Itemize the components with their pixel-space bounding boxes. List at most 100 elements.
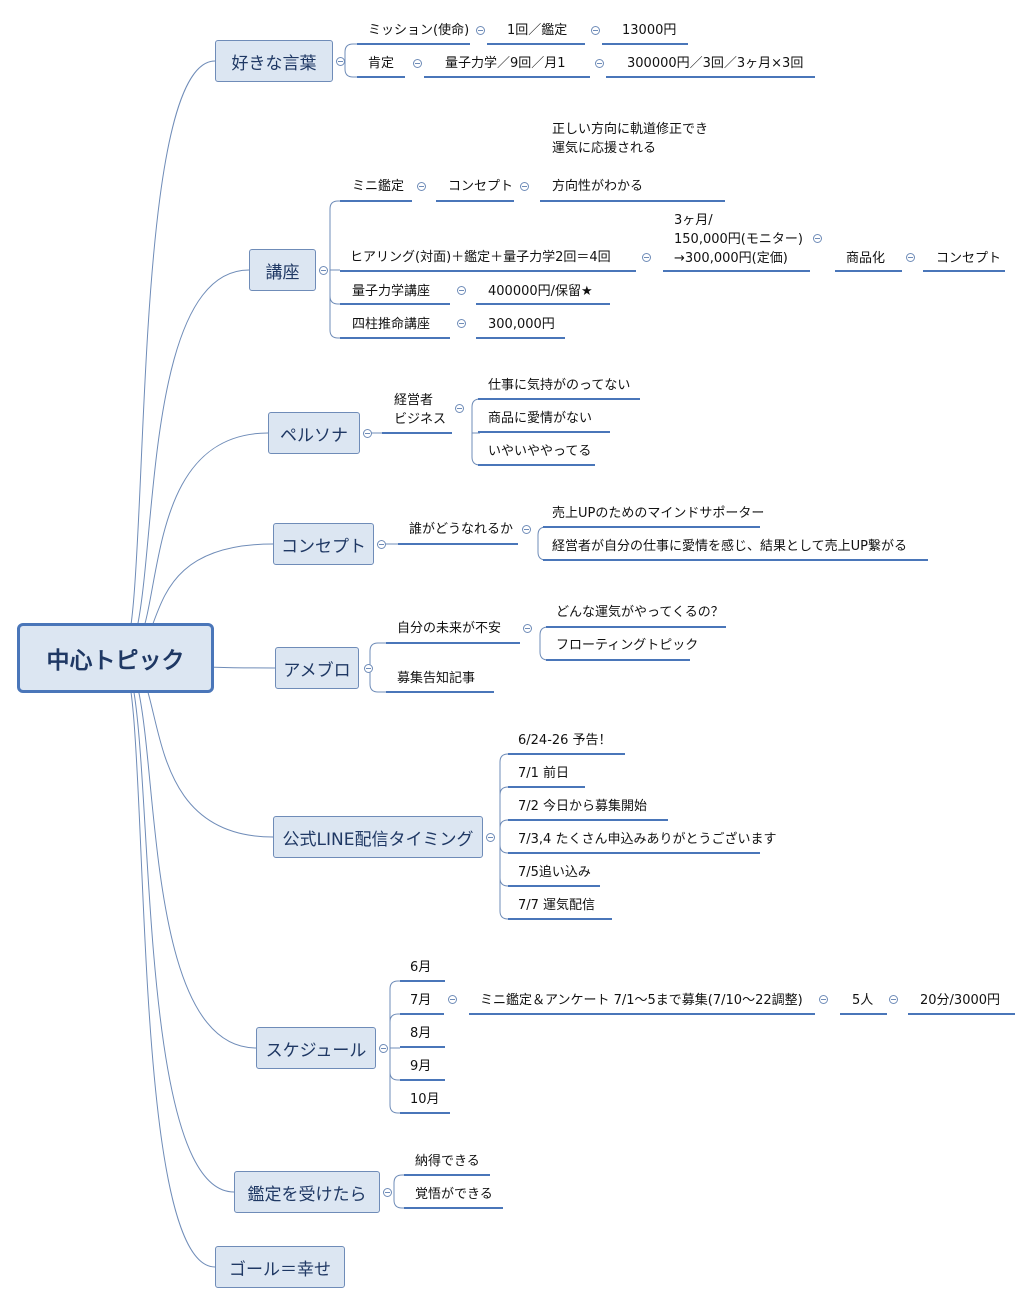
subtopic-mini-reading[interactable]: ミニ鑑定 [352, 179, 405, 194]
subtopic-productize-concept[interactable]: コンセプト [936, 251, 1002, 266]
collapse-icon[interactable] [595, 59, 604, 68]
collapse-icon[interactable] [448, 995, 457, 1004]
ameblo-recruit[interactable]: 募集告知記事 [397, 671, 476, 686]
connector-line [393, 1192, 404, 1209]
connector-line [499, 837, 509, 854]
connector-line [119, 657, 257, 1049]
connector-line [344, 43, 358, 61]
subtopic-productize[interactable]: 商品化 [846, 251, 886, 266]
schedule-july-people[interactable]: 5人 [852, 993, 874, 1008]
schedule-october[interactable]: 10月 [410, 1092, 440, 1107]
ameblo-item-1[interactable]: どんな運気がやってくるの？ [556, 605, 724, 620]
collapse-icon[interactable] [520, 182, 529, 191]
central-topic[interactable]: 中心トピック [17, 623, 214, 693]
topic-after-reading[interactable]: 鑑定を受けたら [234, 1171, 380, 1213]
subtopic-positive[interactable]: 肯定 [368, 56, 395, 71]
connector-line [389, 980, 400, 1048]
concept-item-1[interactable]: 売上UPのためのマインドサポーター [552, 506, 765, 521]
result-resolved[interactable]: 覚悟ができる [415, 1187, 493, 1202]
topic-schedule[interactable]: スケジュール [256, 1027, 376, 1069]
collapse-icon[interactable] [523, 624, 532, 633]
topic-persona[interactable]: ペルソナ [268, 412, 360, 454]
topic-line-timing[interactable]: 公式LINE配信タイミング [273, 816, 483, 858]
collapse-icon[interactable] [336, 57, 345, 66]
line-item-5[interactable]: 7/5追い込み [518, 865, 591, 880]
collapse-icon[interactable] [591, 26, 600, 35]
connector-line [329, 200, 340, 270]
collapse-icon[interactable] [486, 833, 495, 842]
collapse-icon[interactable] [383, 1188, 392, 1197]
schedule-august[interactable]: 8月 [410, 1026, 432, 1041]
connector-line [537, 526, 547, 544]
connector-line [119, 269, 250, 659]
collapse-icon[interactable] [364, 664, 373, 673]
line-item-1[interactable]: 6/24-26 予告！ [518, 733, 612, 748]
collapse-icon[interactable] [319, 266, 328, 275]
subtopic-quantum-course[interactable]: 量子力学講座 [352, 284, 431, 299]
subtopic-hearing[interactable]: ヒアリング(対面)＋鑑定＋量子力学2回＝4回 [350, 250, 611, 265]
schedule-july[interactable]: 7月 [410, 993, 432, 1008]
topic-course[interactable]: 講座 [249, 249, 316, 291]
schedule-september[interactable]: 9月 [410, 1059, 432, 1074]
connector-line [119, 657, 216, 1268]
subtopic-mission[interactable]: ミッション(使命) [368, 23, 470, 38]
persona-item-2[interactable]: 商品に愛情がない [488, 411, 593, 426]
collapse-icon[interactable] [379, 1044, 388, 1053]
line-item-2[interactable]: 7/1 前日 [518, 766, 570, 781]
collapse-icon[interactable] [363, 429, 372, 438]
connector-line [499, 837, 509, 887]
persona-owner-line-2[interactable]: ビジネス [394, 412, 447, 427]
connector-line [389, 1048, 400, 1114]
subtopic-quantum-price[interactable]: 400000円/保留★ [488, 284, 593, 299]
collapse-icon[interactable] [819, 995, 828, 1004]
topic-favorite-words[interactable]: 好きな言葉 [215, 40, 333, 82]
schedule-june[interactable]: 6月 [410, 960, 432, 975]
collapse-icon[interactable] [476, 26, 485, 35]
result-convinced[interactable]: 納得できる [415, 1154, 480, 1169]
line-item-6[interactable]: 7/7 運気配信 [518, 898, 596, 913]
line-item-4[interactable]: 7/3,4 たくさん申込みありがとうございます [518, 832, 777, 847]
connector-line [393, 1174, 404, 1192]
collapse-icon[interactable] [377, 540, 386, 549]
subtopic-direction[interactable]: 方向性がわかる [552, 179, 644, 194]
subtopic-shichu[interactable]: 四柱推命講座 [352, 317, 431, 332]
topic-concept[interactable]: コンセプト [273, 523, 374, 565]
collapse-icon[interactable] [457, 286, 466, 295]
subtopic-once-per-reading[interactable]: 1回／鑑定 [507, 23, 568, 38]
collapse-icon[interactable] [813, 234, 822, 243]
connector-line [499, 786, 509, 837]
collapse-icon[interactable] [889, 995, 898, 1004]
collapse-icon[interactable] [522, 525, 531, 534]
schedule-july-detail[interactable]: ミニ鑑定＆アンケート 7/1〜5まで募集(7/10〜22調整) [480, 993, 803, 1008]
topic-ameblo[interactable]: アメブロ [275, 647, 359, 689]
subtopic-mini-concept[interactable]: コンセプト [448, 179, 514, 194]
subtopic-quantum-9[interactable]: 量子力学／9回／月1 [445, 56, 566, 71]
subtopic-shichu-price[interactable]: 300,000円 [488, 317, 555, 332]
line-item-3[interactable]: 7/2 今日から募集開始 [518, 799, 648, 814]
hearing-price-line-1[interactable]: 3ヶ月/ [674, 213, 713, 228]
note-line-2: 運気に応援される [552, 141, 657, 156]
concept-item-2[interactable]: 経営者が自分の仕事に愛情を感じ、結果として売上UP繋がる [552, 539, 907, 554]
collapse-icon[interactable] [457, 319, 466, 328]
ameblo-anxiety[interactable]: 自分の未来が不安 [397, 621, 502, 636]
persona-item-1[interactable]: 仕事に気持がのってない [488, 378, 631, 393]
collapse-icon[interactable] [906, 253, 915, 262]
hearing-price-line-2[interactable]: 150,000円(モニター) [674, 232, 803, 247]
collapse-icon[interactable] [417, 182, 426, 191]
ameblo-floating-topic[interactable]: フローティングトピック [556, 638, 699, 653]
collapse-icon[interactable] [455, 404, 464, 413]
collapse-icon[interactable] [642, 253, 651, 262]
subtopic-price-300000[interactable]: 300000円／3回／3ヶ月×3回 [627, 56, 804, 71]
connector-line [471, 433, 481, 466]
persona-owner-line-1[interactable]: 経営者 [394, 393, 434, 408]
note-line-1: 正しい方向に軌道修正でき [552, 122, 709, 137]
hearing-price-line-3[interactable]: →300,000円(定価) [674, 251, 788, 266]
schedule-july-price[interactable]: 20分/3000円 [920, 993, 1001, 1008]
subtopic-price-13000[interactable]: 13000円 [622, 23, 677, 38]
topic-goal-happiness[interactable]: ゴール＝幸せ [215, 1246, 345, 1288]
concept-who[interactable]: 誰がどうなれるか [409, 522, 514, 537]
persona-item-3[interactable]: いやいややってる [488, 444, 592, 459]
connector-line [539, 626, 549, 643]
collapse-icon[interactable] [413, 59, 422, 68]
